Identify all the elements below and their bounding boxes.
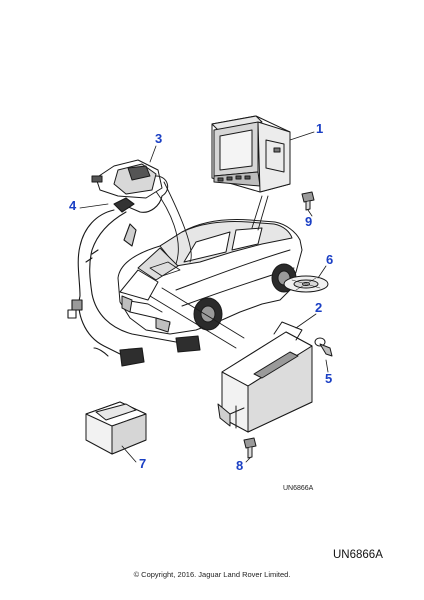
callout-9: 9 (305, 214, 313, 229)
illustration-code: UN6866A (333, 549, 383, 561)
navigation-display-unit (211, 115, 291, 193)
navigation-control-module (217, 321, 313, 433)
illustration-code-small: UN6866A (283, 485, 314, 492)
manual-box (85, 401, 147, 455)
screw-lower (243, 437, 257, 459)
callout-3: 3 (155, 131, 163, 146)
callout-2: 2 (315, 300, 323, 315)
antenna-harness (67, 195, 201, 367)
callout-8: 8 (236, 458, 244, 473)
clip (314, 337, 333, 357)
callout-1: 1 (316, 121, 324, 136)
callout-7: 7 (139, 456, 147, 471)
callout-leaders (79, 131, 329, 463)
car-illustration (117, 219, 303, 335)
location-leader-lines (149, 181, 269, 349)
copyright-notice: © Copyright, 2016. Jaguar Land Rover Lim… (133, 570, 291, 579)
callout-5: 5 (325, 371, 333, 386)
screw-upper (301, 191, 315, 211)
callout-4: 4 (69, 198, 77, 213)
gps-antenna (91, 159, 169, 199)
map-disc (283, 275, 329, 293)
callout-6: 6 (326, 252, 334, 267)
